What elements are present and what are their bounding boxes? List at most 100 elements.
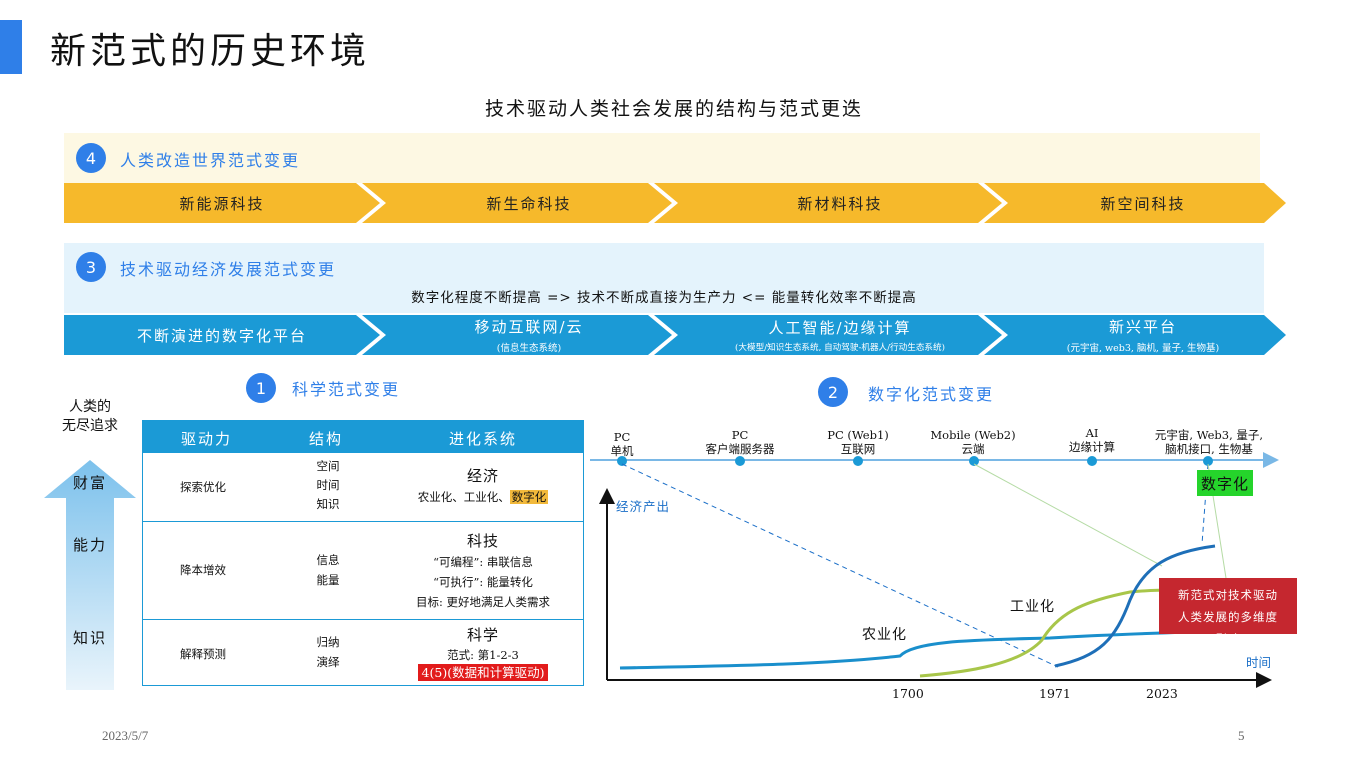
row2-system-line-3: 目标: 更好地满足人类需求 — [415, 595, 551, 609]
chevron3-main-1: 不断演进的数字化平台 — [136, 326, 307, 345]
row2-driver: 降本增效 — [180, 563, 226, 577]
section1-label: 科学范式变更 — [292, 380, 401, 399]
header-structure: 结构 — [309, 430, 344, 448]
timeline-label-5: 元宇宙, Web3, 量子, 脑机接口, 生物基 — [1140, 428, 1278, 456]
x-tick-2023: 2023 — [1146, 686, 1178, 701]
row1-structure: 空间 时间 知识 — [283, 457, 373, 514]
curve-digital — [1054, 544, 1216, 668]
chevron3-sub-3: (大模型/知识生态系统, 自动驾驶-机器人/行动生态系统) — [735, 343, 945, 353]
row1-system-title: 经济 — [466, 467, 499, 485]
paradigm-table: 驱动力 结构 进化系统 探索优化 空间 时间 知识 经济 农业化、工业化、数字化… — [142, 420, 584, 686]
row3-structure-1: 归纳 — [316, 635, 340, 649]
row1-structure-1: 空间 — [316, 459, 340, 473]
row2-system-title: 科技 — [466, 532, 499, 550]
row1-driver: 探索优化 — [180, 480, 226, 494]
chevron3-label-1: 不断演进的数字化平台 — [64, 315, 380, 355]
section4-chevrons — [64, 183, 1286, 223]
chevron-blue-2 — [362, 315, 672, 355]
row3-system-line: 范式: 第1-2-3 — [447, 648, 519, 662]
chevron3-main-2: 移动互联网/云 — [474, 318, 584, 336]
timeline-label-2: PC (Web1) 互联网 — [808, 428, 908, 456]
row3-system-highlight: 4(5)(数据和计算驱动) — [417, 664, 549, 681]
chevron4-label-2: 新生命科技 — [486, 194, 572, 213]
section3-chevrons — [64, 315, 1286, 355]
timeline-label-3-line1: Mobile (Web2) — [930, 428, 1016, 442]
table-row: 探索优化 空间 时间 知识 经济 农业化、工业化、数字化 — [143, 453, 583, 521]
slide-subtitle: 技术驱动人类社会发展的结构与范式更迭 — [484, 98, 863, 120]
row1-structure-3: 知识 — [316, 497, 340, 511]
chevron-yellow-2 — [362, 183, 672, 223]
section1-badge: 1 — [246, 373, 276, 403]
timeline-label-4: AI 边缘计算 — [1052, 426, 1132, 454]
level-wealth: 财富 — [72, 474, 107, 492]
section4-label: 人类改造世界范式变更 — [120, 151, 301, 170]
chevron4-label-3: 新材料科技 — [797, 194, 883, 213]
timeline-dot — [853, 456, 863, 466]
level-capability: 能力 — [72, 536, 107, 554]
table-row: 解释预测 归纳 演绎 科学 范式: 第1-2-3 4(5)(数据和计算驱动) — [143, 619, 583, 685]
timeline-dot — [735, 456, 745, 466]
chevron3-label-4: 新兴平台 (元宇宙, web3, 脑机, 量子, 生物基) — [1008, 315, 1278, 355]
timeline-label-0: PC 单机 — [592, 430, 652, 458]
connector-green-1 — [973, 463, 1163, 567]
chevron-yellow-1 — [64, 183, 380, 223]
up-arrow — [44, 460, 136, 690]
left-heading-line1: 人类的 — [69, 399, 111, 415]
row3-structure-2: 演绎 — [316, 655, 340, 669]
connector-dashed — [621, 463, 1059, 668]
chevron-blue-4 — [984, 315, 1286, 355]
timeline-label-1-line1: PC — [731, 428, 749, 442]
section3-label: 技术驱动经济发展范式变更 — [120, 260, 337, 279]
row1-system-highlight: 数字化 — [509, 490, 549, 504]
chevron-blue-1 — [64, 315, 380, 355]
chevron4-label-1: 新能源科技 — [179, 194, 265, 213]
timeline-label-3: Mobile (Web2) 云端 — [916, 428, 1030, 456]
left-heading-line2: 无尽追求 — [62, 418, 118, 434]
level-knowledge: 知识 — [72, 629, 107, 647]
label-agriculture: 农业化 — [862, 627, 907, 643]
section4-band — [64, 133, 1260, 183]
footer-page-number: 5 — [1238, 728, 1245, 743]
section4-badge: 4 — [76, 143, 106, 173]
timeline-label-2-line2: 互联网 — [840, 442, 876, 456]
curve-agriculture — [619, 630, 1191, 670]
chevron3-main-3: 人工智能/边缘计算 — [768, 319, 912, 337]
chevron4-label-4: 新空间科技 — [1100, 194, 1186, 213]
row2-structure-2: 能量 — [316, 573, 340, 587]
header-system: 进化系统 — [449, 430, 518, 448]
timeline-dot — [1203, 456, 1213, 466]
x-tick-1700: 1700 — [892, 686, 924, 701]
title-accent-bar — [0, 20, 22, 74]
label-digital: 数字化 — [1197, 470, 1253, 496]
curve-industry — [919, 588, 1176, 678]
timeline-label-1-line2: 客户端服务器 — [705, 442, 775, 456]
timeline-label-5-line1: 元宇宙, Web3, 量子, — [1154, 428, 1264, 442]
chevron-yellow-3 — [654, 183, 1002, 223]
timeline-label-0-line1: PC — [613, 430, 631, 444]
row1-system: 经济 农业化、工业化、数字化 — [383, 465, 583, 507]
row1-system-line: 农业化、工业化、 — [417, 490, 510, 504]
header-driver: 驱动力 — [181, 430, 233, 448]
section2-badge: 2 — [818, 377, 848, 407]
row3-system: 科学 范式: 第1-2-3 4(5)(数据和计算驱动) — [383, 624, 583, 682]
section3-band — [64, 243, 1264, 313]
timeline-label-4-line1: AI — [1085, 426, 1099, 440]
row2-system: 科技 “可编程”: 串联信息 “可执行”: 能量转化 目标: 更好地满足人类需求 — [383, 530, 583, 612]
left-heading: 人类的 无尽追求 — [52, 398, 128, 436]
x-axis-label: 时间 — [1246, 655, 1272, 670]
impact-callout: 新范式对技术驱动人类发展的多维度影响 — [1159, 578, 1297, 646]
chevron-yellow-4 — [984, 183, 1286, 223]
row3-driver: 解释预测 — [180, 647, 226, 661]
section3-badge: 3 — [76, 252, 106, 282]
section3-note: 数字化程度不断提高 => 技术不断成直接为生产力 <= 能量转化效率不断提高 — [411, 290, 917, 306]
timeline-dot — [969, 456, 979, 466]
row2-structure-1: 信息 — [316, 553, 340, 567]
timeline-label-5-line2: 脑机接口, 生物基 — [1165, 442, 1253, 456]
chevron3-label-2: 移动互联网/云 (信息生态系统) — [386, 315, 672, 355]
row3-system-title: 科学 — [466, 626, 499, 644]
row2-system-line-1: “可编程”: 串联信息 — [433, 555, 533, 569]
timeline-label-1: PC 客户端服务器 — [690, 428, 790, 456]
label-industry: 工业化 — [1010, 599, 1055, 615]
timeline-dot — [1087, 456, 1097, 466]
